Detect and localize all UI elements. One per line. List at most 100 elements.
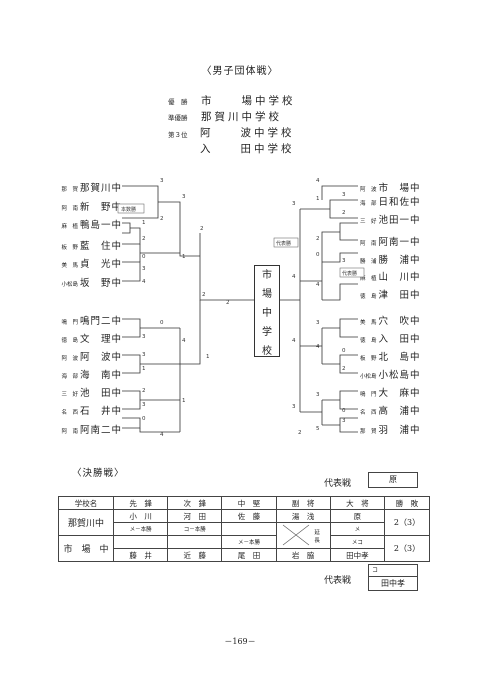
bracket-score-25: 1	[316, 196, 320, 202]
team-prefecture: 麻 植	[61, 224, 78, 230]
left-team-5: 小松島坂 野中	[61, 275, 122, 289]
right-team-5: 麻 植山 川中	[360, 269, 421, 283]
team-prefecture: 板 野	[61, 245, 78, 251]
right-team-8: 徳 島入 田中	[360, 331, 421, 345]
right-team-2: 三 好池田一中	[360, 212, 421, 226]
bracket-score-2: 3	[182, 194, 186, 200]
team-name: 池 田中	[79, 388, 122, 399]
right-team-0: 阿 波市 場中	[360, 180, 421, 194]
bracket-score-18: 4	[182, 338, 186, 344]
bracket-score-39: 3	[316, 392, 320, 398]
rep-result-top: 原	[368, 472, 418, 488]
bracket-score-1: 2	[160, 216, 164, 222]
team-name: 鴨島一中	[79, 220, 122, 231]
left-team-12: 阿 南阿南二中	[61, 422, 122, 436]
team-prefecture: 徳 島	[61, 338, 78, 344]
team-prefecture: 徳 島	[360, 294, 377, 300]
bracket-score-13: 1	[142, 366, 146, 372]
team-name: 穴 吹中	[378, 316, 421, 327]
bracket-score-12: 3	[142, 352, 146, 358]
team-name: 羽 浦中	[378, 425, 421, 436]
team-name: 山 川中	[378, 272, 421, 283]
bracket-score-9: 4	[142, 279, 146, 285]
team-name: 阿南二中	[79, 425, 122, 436]
team-name: 日和佐中	[378, 197, 421, 208]
team-name: 新 野中	[79, 202, 122, 213]
team-prefecture: 名 西	[61, 410, 78, 416]
team-name: 阿 波中	[79, 352, 122, 363]
team-name: 大 麻中	[378, 388, 421, 399]
team-name: 海 南中	[79, 370, 122, 381]
bracket-score-30: 0	[316, 252, 320, 258]
bracket-score-15: 3	[142, 402, 146, 408]
champion-box: 市 場 中 学 校	[254, 265, 280, 357]
result-third-school-2: 入 田中学校	[200, 143, 295, 155]
team-name: 入 田中	[378, 334, 421, 345]
tag-bye-left: 本数勝	[121, 206, 136, 213]
team-prefecture: 那 賀	[61, 187, 78, 193]
right-team-9: 板 野北 島中	[360, 349, 421, 363]
team-prefecture: 阿 波	[61, 356, 78, 362]
team-prefecture: 阿 南	[61, 429, 78, 435]
bracket-score-42: 5	[316, 426, 320, 432]
left-team-9: 海 部海 南中	[61, 367, 122, 381]
bracket-score-6: 2	[142, 236, 146, 242]
bracket-score-43: 3	[292, 404, 296, 410]
bracket-score-19: 1	[182, 398, 186, 404]
team-prefecture: 小松島	[61, 282, 78, 288]
team-name: 津 田中	[378, 290, 421, 301]
bracket-score-22: 2	[226, 300, 230, 306]
final-heading: 〈決勝戦〉	[72, 468, 125, 479]
team2-marks-row: 市 場 中 メ－本勝 メコ 2（3）	[58, 535, 430, 562]
right-team-13: 那 賀羽 浦中	[360, 422, 421, 436]
bracket-score-37: 2	[342, 366, 346, 372]
bracket-score-33: 4	[292, 274, 296, 280]
bracket-score-24: 4	[316, 178, 320, 184]
bracket-score-10: 0	[160, 320, 164, 326]
left-team-2: 麻 植鴨島一中	[61, 217, 122, 231]
team-prefecture: 三 好	[360, 219, 377, 225]
right-team-11: 鳴 門大 麻中	[360, 385, 421, 399]
team-prefecture: 麻 植	[360, 276, 377, 282]
team-name: 高 浦中	[378, 406, 421, 417]
bracket-score-34: 3	[316, 320, 320, 326]
left-team-7: 徳 島文 理中	[61, 331, 122, 345]
team-name: 市 場中	[378, 183, 421, 194]
team-prefecture: 海 部	[360, 201, 377, 207]
team-name: 文 理中	[79, 334, 122, 345]
team-prefecture: 美 馬	[360, 320, 377, 326]
team-name: 北 島中	[378, 352, 421, 363]
right-team-4: 勝 浦勝 浦中	[360, 252, 421, 266]
bracket-score-11: 3	[142, 334, 146, 340]
bracket-score-31: 3	[342, 258, 346, 264]
team-prefecture: 名 西	[360, 410, 377, 416]
team-prefecture: 板 野	[360, 356, 377, 362]
tag-rep-right: 代表勝	[342, 270, 357, 277]
left-team-8: 阿 波阿 波中	[61, 349, 122, 363]
bracket-score-29: 2	[316, 236, 320, 242]
bracket-score-4: 2	[200, 226, 204, 232]
page-title: 〈男子団体戦〉	[201, 66, 279, 77]
team2-players-row: 藤 井 近 藤 尾 田 岩 脇 田中孝	[59, 548, 430, 562]
bracket-score-17: 4	[160, 432, 164, 438]
left-team-0: 那 賀那賀川中	[61, 180, 122, 194]
team-prefecture: 三 好	[61, 392, 78, 398]
draw-cross-mark	[282, 524, 309, 546]
bracket-score-40: 0	[342, 408, 346, 414]
result-champion: 優 勝 市 場中学校	[168, 95, 296, 107]
bracket-score-21: 1	[206, 354, 210, 360]
bracket-score-16: 0	[142, 416, 146, 422]
team-name: 池田一中	[378, 215, 421, 226]
final-header-row: 学校名 先 鋒 次 鋒 中 堅 副 将 大 将 勝 敗	[58, 496, 430, 510]
team-prefecture: 鳴 門	[360, 392, 377, 398]
rep-label-top: 代表戦	[324, 479, 352, 489]
team-prefecture: 那 賀	[360, 429, 377, 435]
team-prefecture: 阿 南	[61, 206, 78, 212]
rep-label-bottom: 代表戦	[324, 576, 352, 586]
bracket-score-36: 0	[342, 348, 346, 354]
bracket-score-26: 3	[342, 192, 346, 198]
bracket-score-0: 3	[160, 178, 164, 184]
team-name: 貞 光中	[79, 259, 122, 270]
bracket-score-3: 1	[182, 254, 186, 260]
